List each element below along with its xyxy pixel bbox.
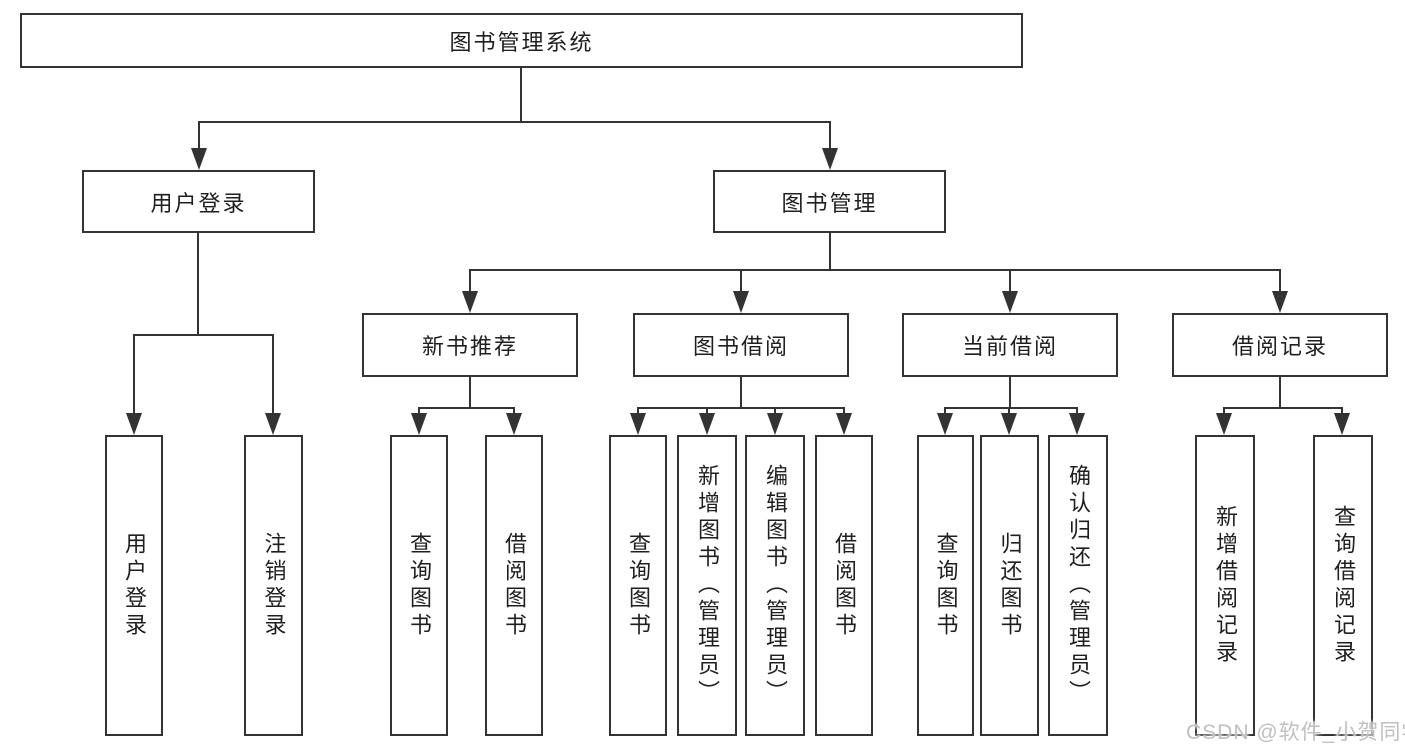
csdn-watermark: CSDN @软件_小贺同学 bbox=[1186, 721, 1405, 744]
arrow-down-icon bbox=[506, 413, 522, 435]
v-line bbox=[1076, 407, 1078, 417]
h-line bbox=[1224, 407, 1343, 409]
v-line bbox=[829, 233, 831, 271]
h-line bbox=[419, 407, 515, 409]
v-line bbox=[637, 407, 639, 417]
arrow-down-icon bbox=[1069, 413, 1085, 435]
arrow-down-icon bbox=[265, 413, 281, 435]
v-line bbox=[520, 68, 522, 122]
arrow-down-icon bbox=[822, 148, 838, 170]
leaf-logout: 注销登录 bbox=[244, 435, 303, 736]
v-line bbox=[1279, 269, 1281, 293]
leaf-user-login: 用户登录 bbox=[105, 435, 163, 736]
leaf-borrowing-borrow-books: 借阅图书 bbox=[815, 435, 873, 736]
arrow-down-icon bbox=[126, 413, 142, 435]
v-line bbox=[272, 334, 274, 414]
leaf-records-add-record: 新增借阅记录 bbox=[1195, 435, 1255, 736]
leaf-current-confirm-return-admin: 确认归还（管理员） bbox=[1048, 435, 1108, 736]
arrow-down-icon bbox=[699, 413, 715, 435]
v-line bbox=[829, 121, 831, 151]
node-book-borrowing: 图书借阅 bbox=[633, 313, 849, 377]
h-line bbox=[638, 407, 845, 409]
arrow-down-icon bbox=[462, 291, 478, 313]
leaf-recommend-query-books: 查询图书 bbox=[390, 435, 448, 736]
h-line bbox=[134, 334, 274, 336]
arrow-down-icon bbox=[1272, 291, 1288, 313]
h-line bbox=[198, 121, 831, 123]
arrow-down-icon bbox=[630, 413, 646, 435]
v-line bbox=[1279, 376, 1281, 409]
v-line bbox=[418, 407, 420, 417]
v-line bbox=[740, 269, 742, 293]
leaf-current-return-books: 归还图书 bbox=[980, 435, 1039, 736]
v-line bbox=[1009, 376, 1011, 409]
leaf-current-query-books: 查询图书 bbox=[917, 435, 974, 736]
v-line bbox=[1223, 407, 1225, 417]
h-line bbox=[944, 407, 1078, 409]
node-borrowing-records: 借阅记录 bbox=[1172, 313, 1388, 377]
v-line bbox=[133, 334, 135, 414]
v-line bbox=[843, 407, 845, 417]
arrow-down-icon bbox=[733, 291, 749, 313]
arrow-down-icon bbox=[1216, 413, 1232, 435]
v-line bbox=[1009, 269, 1011, 293]
node-user-login: 用户登录 bbox=[82, 170, 315, 233]
arrow-down-icon bbox=[411, 413, 427, 435]
leaf-borrowing-query-books: 查询图书 bbox=[609, 435, 667, 736]
v-line bbox=[944, 407, 946, 417]
v-line bbox=[197, 233, 199, 336]
arrow-down-icon bbox=[1334, 413, 1350, 435]
arrow-down-icon bbox=[191, 148, 207, 170]
arrow-down-icon bbox=[1002, 291, 1018, 313]
v-line bbox=[513, 407, 515, 417]
node-root-system: 图书管理系统 bbox=[20, 13, 1023, 68]
v-line bbox=[469, 269, 471, 293]
v-line bbox=[198, 121, 200, 151]
leaf-borrowing-add-books-admin: 新增图书（管理员） bbox=[677, 435, 737, 736]
v-line bbox=[1341, 407, 1343, 417]
leaf-records-query-record: 查询借阅记录 bbox=[1313, 435, 1373, 736]
node-book-management: 图书管理 bbox=[713, 170, 946, 233]
arrow-down-icon bbox=[767, 413, 783, 435]
v-line bbox=[774, 407, 776, 417]
arrow-down-icon bbox=[937, 413, 953, 435]
node-current-borrowing: 当前借阅 bbox=[902, 313, 1118, 377]
leaf-recommend-borrow-books: 借阅图书 bbox=[485, 435, 543, 736]
node-new-book-recommend: 新书推荐 bbox=[362, 313, 578, 377]
h-line bbox=[470, 269, 1281, 271]
v-line bbox=[1008, 407, 1010, 417]
v-line bbox=[740, 376, 742, 409]
leaf-borrowing-edit-books-admin: 编辑图书（管理员） bbox=[745, 435, 805, 736]
arrow-down-icon bbox=[1001, 413, 1017, 435]
v-line bbox=[706, 407, 708, 417]
arrow-down-icon bbox=[836, 413, 852, 435]
v-line bbox=[469, 376, 471, 409]
